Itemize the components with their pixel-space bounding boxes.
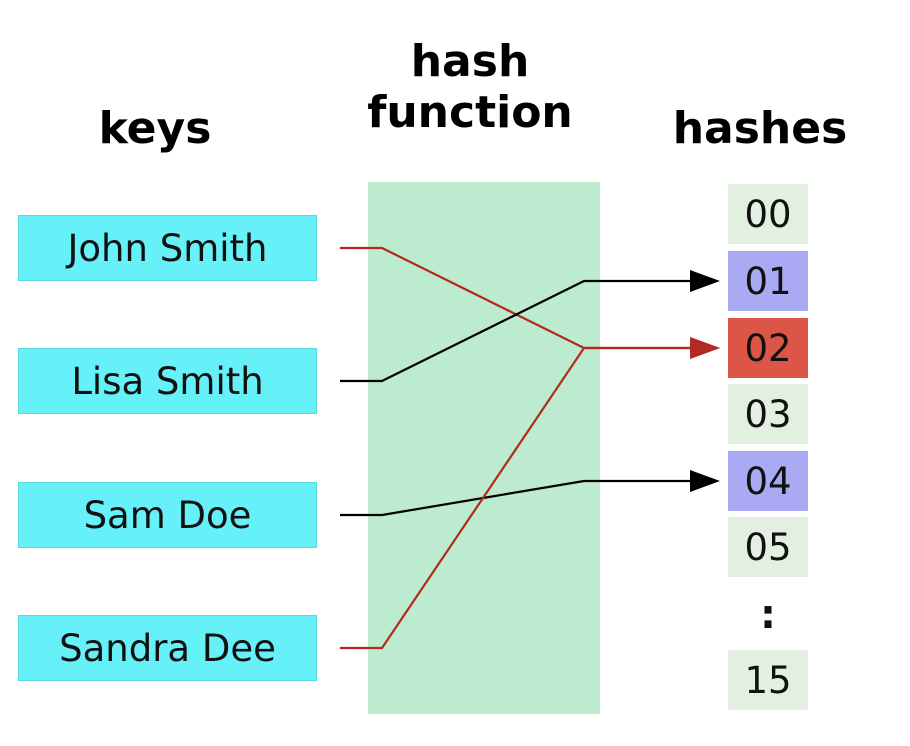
hash-function-heading: hash function (367, 36, 573, 138)
hash-ellipsis: : (760, 592, 776, 638)
hash-box-00: 00 (728, 184, 808, 244)
mapping-line-john-smith (340, 246, 692, 350)
keys-heading: keys (98, 103, 212, 154)
hash-box-05: 05 (728, 517, 808, 577)
mapping-line-lisa-smith (340, 279, 692, 383)
hash-box-03: 03 (728, 384, 808, 444)
hash-box-15: 15 (728, 650, 808, 710)
hash-function-band (368, 182, 600, 714)
key-box-lisa-smith: Lisa Smith (18, 348, 317, 414)
key-box-john-smith: John Smith (18, 215, 317, 281)
hash-box-02: 02 (728, 318, 808, 378)
mapping-line-sandra-dee (340, 346, 692, 650)
arrowhead-sandra-dee (690, 337, 720, 359)
hashes-heading: hashes (672, 103, 848, 154)
hash-box-01: 01 (728, 251, 808, 311)
key-box-sandra-dee: Sandra Dee (18, 615, 317, 681)
mapping-line-sam-doe (340, 479, 692, 517)
arrowhead-lisa-smith (690, 270, 720, 292)
key-box-sam-doe: Sam Doe (18, 482, 317, 548)
arrowhead-sam-doe (690, 470, 720, 492)
hash-box-04: 04 (728, 451, 808, 511)
